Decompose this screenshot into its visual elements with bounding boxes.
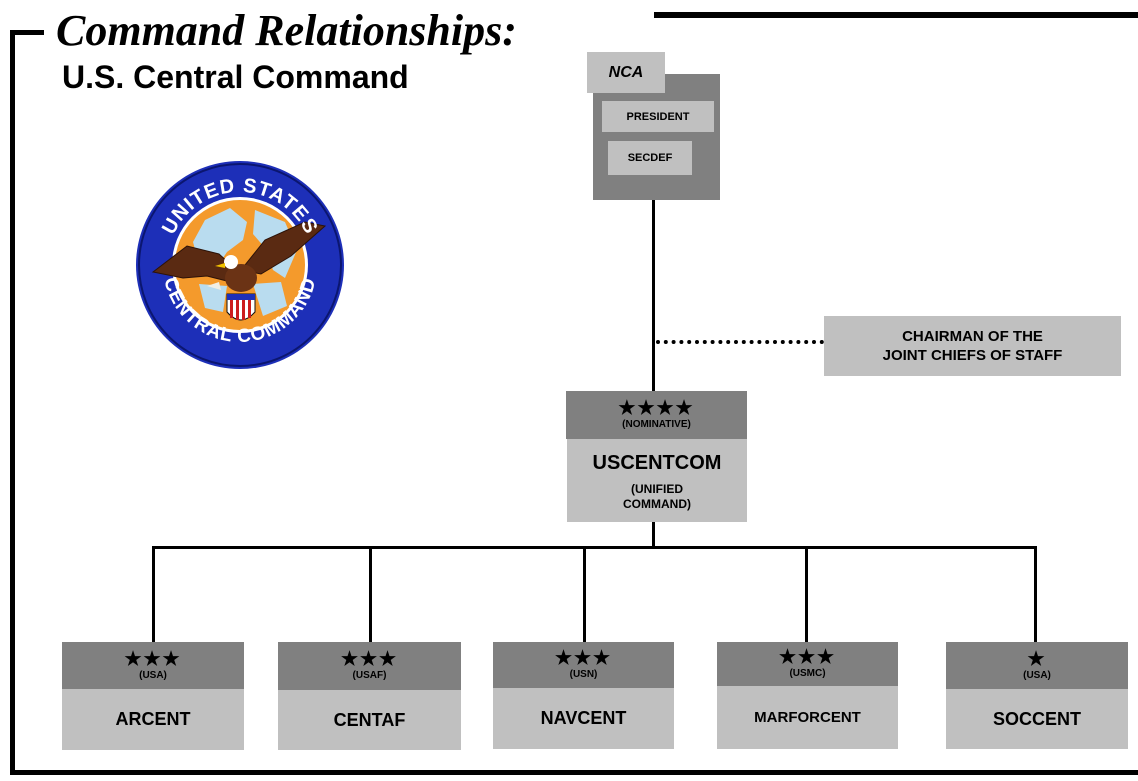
- soccent-rank-box: ★ (USA): [946, 642, 1128, 689]
- arcent-rank-box: ★★★ (USA): [62, 642, 244, 689]
- uscentcom-stars: ★★★★: [618, 398, 695, 419]
- marforcent-stars: ★★★: [778, 647, 837, 668]
- uscentcom-name: USCENTCOM: [592, 451, 722, 474]
- page-subtitle: U.S. Central Command: [62, 59, 409, 95]
- marforcent-rank-box: ★★★ (USMC): [717, 642, 898, 686]
- drop-navcent: [583, 546, 586, 642]
- centaf-service: (USAF): [352, 670, 387, 681]
- soccent-service: (USA): [1023, 669, 1051, 681]
- chain-line-mid: [652, 522, 655, 548]
- uscentcom-type-2: COMMAND): [623, 496, 691, 511]
- uscentcom-rank-box: ★★★★ (NOMINATIVE): [566, 391, 747, 439]
- arcent-stars: ★★★: [124, 648, 182, 670]
- cjcs-box: CHAIRMAN OF THE JOINT CHIEFS OF STAFF: [824, 316, 1121, 376]
- president-box: PRESIDENT: [602, 101, 714, 132]
- uscentcom-box: USCENTCOM (UNIFIED COMMAND): [567, 439, 747, 522]
- centaf-box: CENTAF: [278, 690, 461, 750]
- chain-line-top: [652, 200, 655, 391]
- drop-marforcent: [805, 546, 808, 642]
- uscentcom-note: (NOMINATIVE): [622, 419, 691, 430]
- frame-top-right: [654, 12, 1138, 18]
- component-bus: [152, 546, 1037, 549]
- frame-left: [10, 30, 15, 775]
- cjcs-dotted-line: [656, 340, 824, 344]
- navcent-service: (USN): [569, 669, 598, 680]
- navcent-rank-box: ★★★ (USN): [493, 642, 674, 688]
- secdef-box: SECDEF: [608, 141, 692, 175]
- centaf-rank-box: ★★★ (USAF): [278, 642, 461, 690]
- nca-label: NCA: [587, 52, 665, 93]
- soccent-box: SOCCENT: [946, 689, 1128, 749]
- page-title: Command Relationships:: [56, 6, 517, 55]
- navcent-box: NAVCENT: [493, 688, 674, 749]
- frame-bottom: [10, 770, 1138, 775]
- frame-top-left: [10, 30, 44, 35]
- central-command-seal: UNITED STATES CENTRAL COMMAND: [136, 161, 344, 369]
- uscentcom-type-1: (UNIFIED: [631, 481, 683, 496]
- drop-soccent: [1034, 546, 1037, 642]
- nca-box: [593, 74, 720, 200]
- centaf-stars: ★★★: [340, 649, 399, 670]
- soccent-stars: ★: [1027, 648, 1047, 670]
- marforcent-box: MARFORCENT: [717, 686, 898, 749]
- navcent-stars: ★★★: [554, 648, 613, 669]
- arcent-service: (USA): [139, 669, 167, 681]
- marforcent-service: (USMC): [789, 668, 826, 679]
- drop-centaf: [369, 546, 372, 642]
- arcent-box: ARCENT: [62, 689, 244, 750]
- drop-arcent: [152, 546, 155, 642]
